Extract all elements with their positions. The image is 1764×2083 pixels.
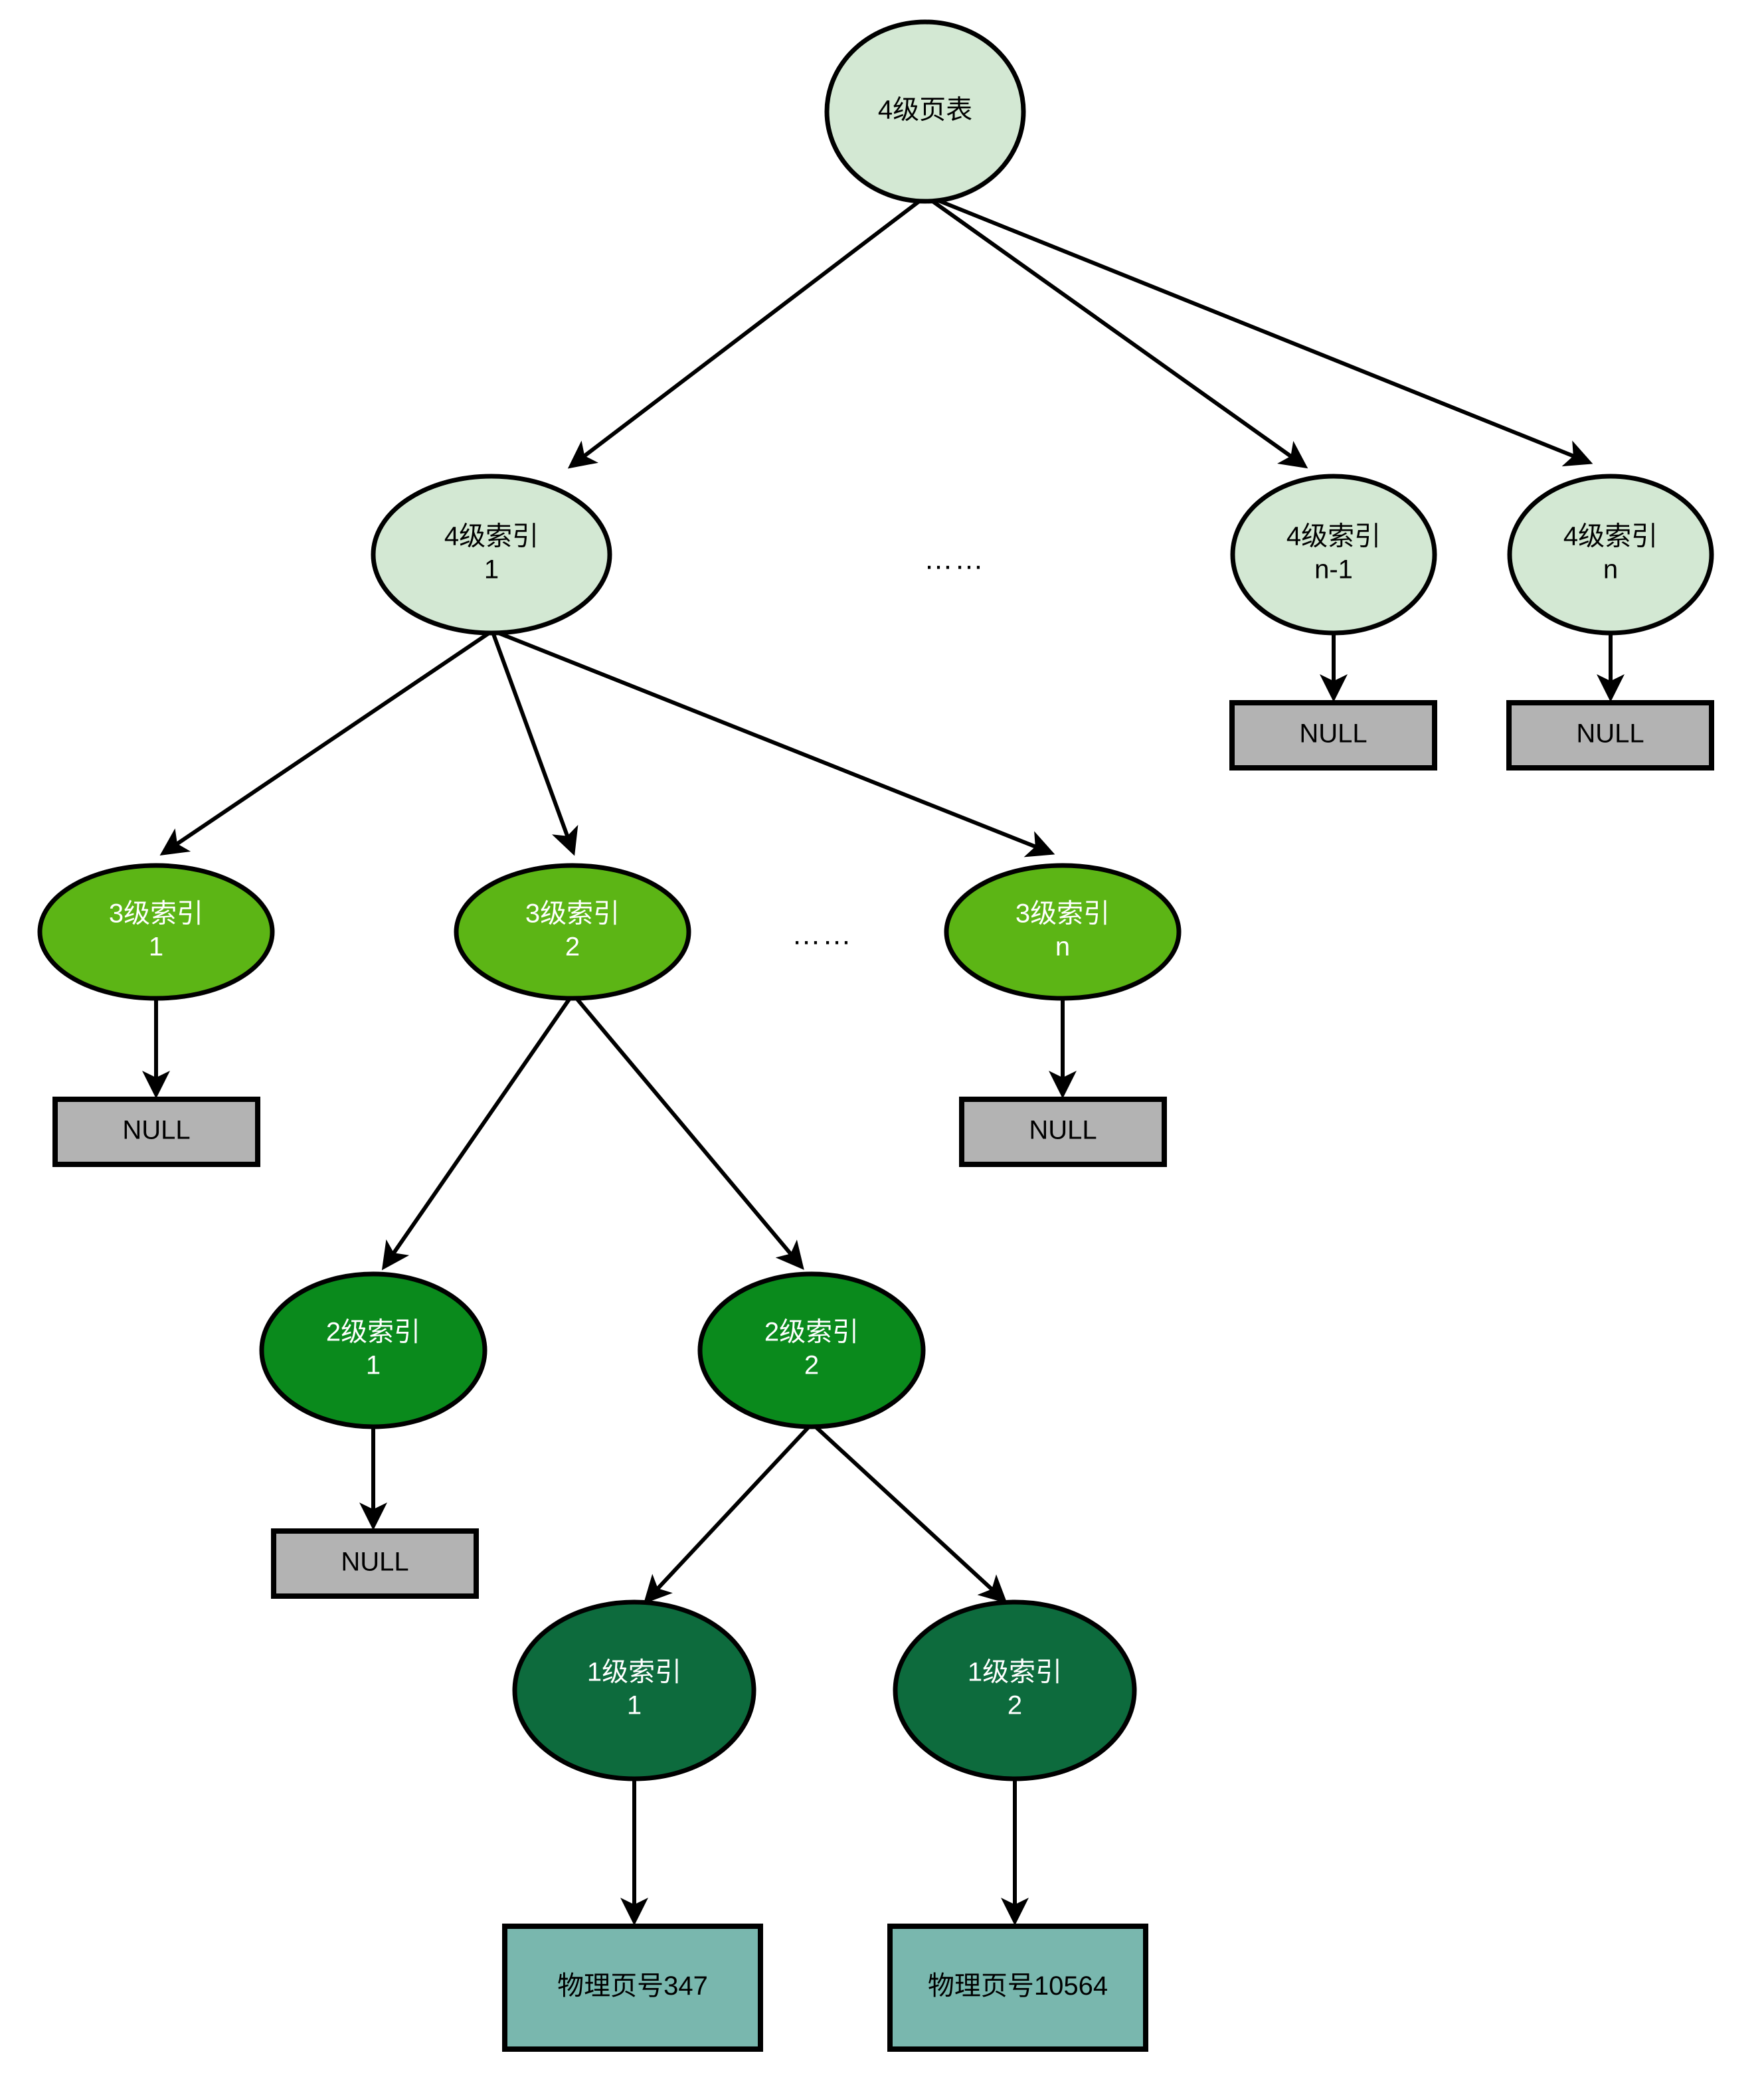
edge-arrow bbox=[159, 630, 491, 856]
node-label-line1: 3级索引 bbox=[525, 899, 620, 929]
node-box bbox=[52, 1097, 260, 1167]
node-l3-1[interactable]: 3级索引 1 bbox=[37, 863, 275, 1001]
node-label-line1: 物理页号10564 bbox=[928, 1971, 1108, 2001]
edge-arrow bbox=[934, 197, 1593, 467]
node-page-10564[interactable]: 物理页号10564 bbox=[887, 1924, 1148, 2052]
node-l2-2[interactable]: 2级索引 2 bbox=[697, 1271, 926, 1429]
edge-arrow bbox=[495, 630, 1055, 858]
node-label-line1: 3级索引 bbox=[1015, 899, 1110, 929]
nodes-layer: 4级页表 4级索引 1 4级索引 n-1 4级索引 n 3级索引 1 3级索引 2 3级索引 n 2级索引… bbox=[37, 19, 1714, 2052]
ellipsis-marker: …… bbox=[792, 919, 853, 951]
edges-layer bbox=[142, 197, 1625, 1926]
node-l1-2[interactable]: 1级索引 2 bbox=[893, 1599, 1137, 1781]
node-null-l2-1[interactable]: NULL bbox=[271, 1528, 479, 1599]
node-label-line2: 1 bbox=[484, 555, 499, 585]
node-box bbox=[1229, 700, 1437, 770]
node-page-347[interactable]: 物理页号347 bbox=[502, 1924, 763, 2052]
node-label-line1: 1级索引 bbox=[587, 1658, 681, 1687]
node-label-line1: 4级页表 bbox=[878, 96, 972, 125]
node-ellipse bbox=[1230, 474, 1437, 636]
ellipsis-markers-layer: …… …… bbox=[792, 543, 985, 951]
node-root[interactable]: 4级页表 bbox=[824, 19, 1026, 204]
edge-arrow bbox=[381, 997, 572, 1271]
node-label-line1: 2级索引 bbox=[326, 1318, 420, 1347]
ellipsis-marker: …… bbox=[924, 543, 985, 576]
node-label-line1: 1级索引 bbox=[968, 1658, 1062, 1687]
node-l3-2[interactable]: 3级索引 2 bbox=[454, 863, 691, 1001]
edge-arrow bbox=[567, 197, 923, 469]
node-label-line1: 4级索引 bbox=[444, 522, 539, 551]
node-label-line1: NULL bbox=[341, 1548, 408, 1577]
node-box bbox=[502, 1924, 763, 2052]
node-ellipse bbox=[944, 863, 1182, 1001]
node-ellipse bbox=[512, 1599, 756, 1781]
node-label-line2: 2 bbox=[565, 933, 580, 962]
node-label-line1: NULL bbox=[1576, 719, 1644, 749]
node-null-l4n[interactable]: NULL bbox=[1506, 700, 1714, 770]
node-box bbox=[959, 1097, 1167, 1167]
node-ellipse bbox=[824, 19, 1026, 204]
node-ellipse bbox=[697, 1271, 926, 1429]
node-box bbox=[1506, 700, 1714, 770]
node-label-line2: 1 bbox=[366, 1351, 381, 1380]
edge-arrow bbox=[814, 1425, 1008, 1604]
node-l4-1[interactable]: 4级索引 1 bbox=[371, 474, 612, 636]
node-l3-n[interactable]: 3级索引 n bbox=[944, 863, 1182, 1001]
node-label-line2: n bbox=[1055, 933, 1070, 962]
node-ellipse bbox=[893, 1599, 1137, 1781]
node-label-line1: 4级索引 bbox=[1286, 522, 1381, 551]
edge-arrow bbox=[643, 1425, 811, 1604]
node-ellipse bbox=[37, 863, 275, 1001]
node-label-line2: 1 bbox=[627, 1691, 642, 1720]
node-null-l3-n[interactable]: NULL bbox=[959, 1097, 1167, 1167]
node-label-line2: 1 bbox=[149, 933, 163, 962]
node-label-line2: n bbox=[1603, 555, 1618, 585]
node-label-line1: NULL bbox=[122, 1116, 190, 1145]
node-ellipse bbox=[259, 1271, 487, 1429]
node-l4-n1[interactable]: 4级索引 n-1 bbox=[1230, 474, 1437, 636]
node-l1-1[interactable]: 1级索引 1 bbox=[512, 1599, 756, 1781]
node-null-l4n1[interactable]: NULL bbox=[1229, 700, 1437, 770]
node-box bbox=[271, 1528, 479, 1599]
node-ellipse bbox=[371, 474, 612, 636]
node-box bbox=[887, 1924, 1148, 2052]
edge-arrow bbox=[574, 997, 804, 1270]
edge-arrow bbox=[491, 631, 578, 856]
node-label-line1: 物理页号347 bbox=[557, 1971, 708, 2001]
node-ellipse bbox=[454, 863, 691, 1001]
node-label-line2: 2 bbox=[1008, 1691, 1022, 1720]
node-label-line1: 2级索引 bbox=[764, 1318, 859, 1347]
node-label-line2: 2 bbox=[804, 1351, 819, 1380]
node-ellipse bbox=[1507, 474, 1714, 636]
node-label-line1: NULL bbox=[1029, 1116, 1097, 1145]
edge-arrow bbox=[928, 197, 1308, 469]
node-l2-1[interactable]: 2级索引 1 bbox=[259, 1271, 487, 1429]
node-null-l3-1[interactable]: NULL bbox=[52, 1097, 260, 1167]
node-l4-n[interactable]: 4级索引 n bbox=[1507, 474, 1714, 636]
node-label-line2: n-1 bbox=[1314, 555, 1353, 585]
node-label-line1: 3级索引 bbox=[109, 899, 203, 929]
node-label-line1: NULL bbox=[1299, 719, 1367, 749]
node-label-line1: 4级索引 bbox=[1563, 522, 1658, 551]
